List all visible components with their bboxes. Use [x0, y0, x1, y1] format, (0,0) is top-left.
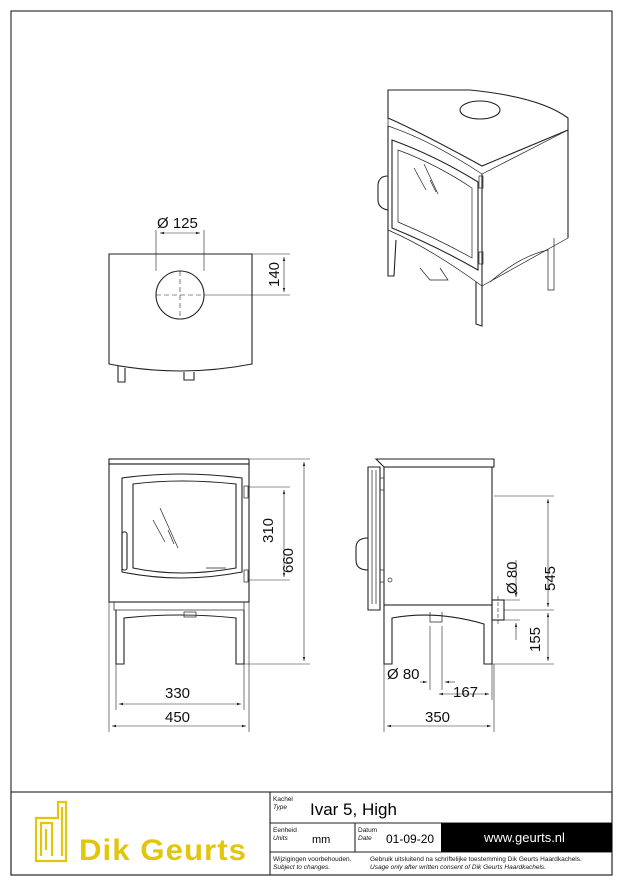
- front-view: [108, 458, 310, 732]
- dim-total-depth: 350: [425, 709, 450, 726]
- dim-flue-offset: 140: [266, 262, 283, 287]
- note-nl: Wijzigingen voorbehouden.: [273, 856, 352, 863]
- note-en: Subject to changes.: [273, 864, 330, 871]
- dim-air-inlet-height: 155: [527, 627, 544, 652]
- dim-glass-height: 310: [260, 518, 277, 543]
- type-label: Kachel: [273, 796, 293, 803]
- dim-air-inlet-depth: 167: [453, 684, 478, 701]
- title-block: [10, 791, 613, 876]
- side-view: [355, 458, 554, 732]
- side-door-handle: [355, 537, 369, 571]
- units-value: mm: [312, 834, 330, 846]
- units-label-en: Units: [273, 835, 289, 842]
- iso-door-handle: [377, 175, 389, 211]
- side-door: [367, 466, 381, 611]
- date-label: Datum: [358, 827, 377, 834]
- side-body: [383, 466, 493, 606]
- usage-en: Usage only after written consent of Dik …: [370, 864, 546, 871]
- type-label-en: Type: [273, 804, 287, 811]
- usage-nl: Gebruik uitsluitend na schriftelijke toe…: [370, 856, 582, 863]
- dim-air-inlet-diameter: Ø 80: [387, 666, 420, 683]
- iso-door: [391, 139, 479, 271]
- dim-rear-flue-height: 545: [542, 566, 559, 591]
- dim-leg-span: 330: [165, 685, 190, 702]
- isometric-view: [377, 89, 569, 327]
- sheet-border: [10, 10, 613, 876]
- front-glass: [132, 480, 237, 574]
- iso-flue-collar: [459, 100, 501, 120]
- date-value: 01-09-20: [386, 832, 434, 846]
- front-door: [121, 473, 243, 579]
- front-door-handle: [121, 531, 128, 571]
- dim-total-height: 660: [280, 548, 297, 573]
- front-body: [108, 463, 250, 603]
- dik-geurts-logo: [34, 800, 68, 863]
- top-view: [108, 230, 290, 383]
- date-label-en: Date: [358, 835, 372, 842]
- dim-rear-flue-diameter: Ø 80: [504, 561, 521, 594]
- top-view-outline: [108, 253, 253, 372]
- type-value: Ivar 5, High: [310, 800, 397, 819]
- website: www.geurts.nl: [483, 830, 565, 845]
- units-label: Eenheid: [273, 827, 297, 834]
- dim-total-width: 450: [165, 709, 190, 726]
- brand-name: Dik Geurts: [79, 834, 247, 867]
- dim-flue-diameter: Ø 125: [157, 215, 198, 232]
